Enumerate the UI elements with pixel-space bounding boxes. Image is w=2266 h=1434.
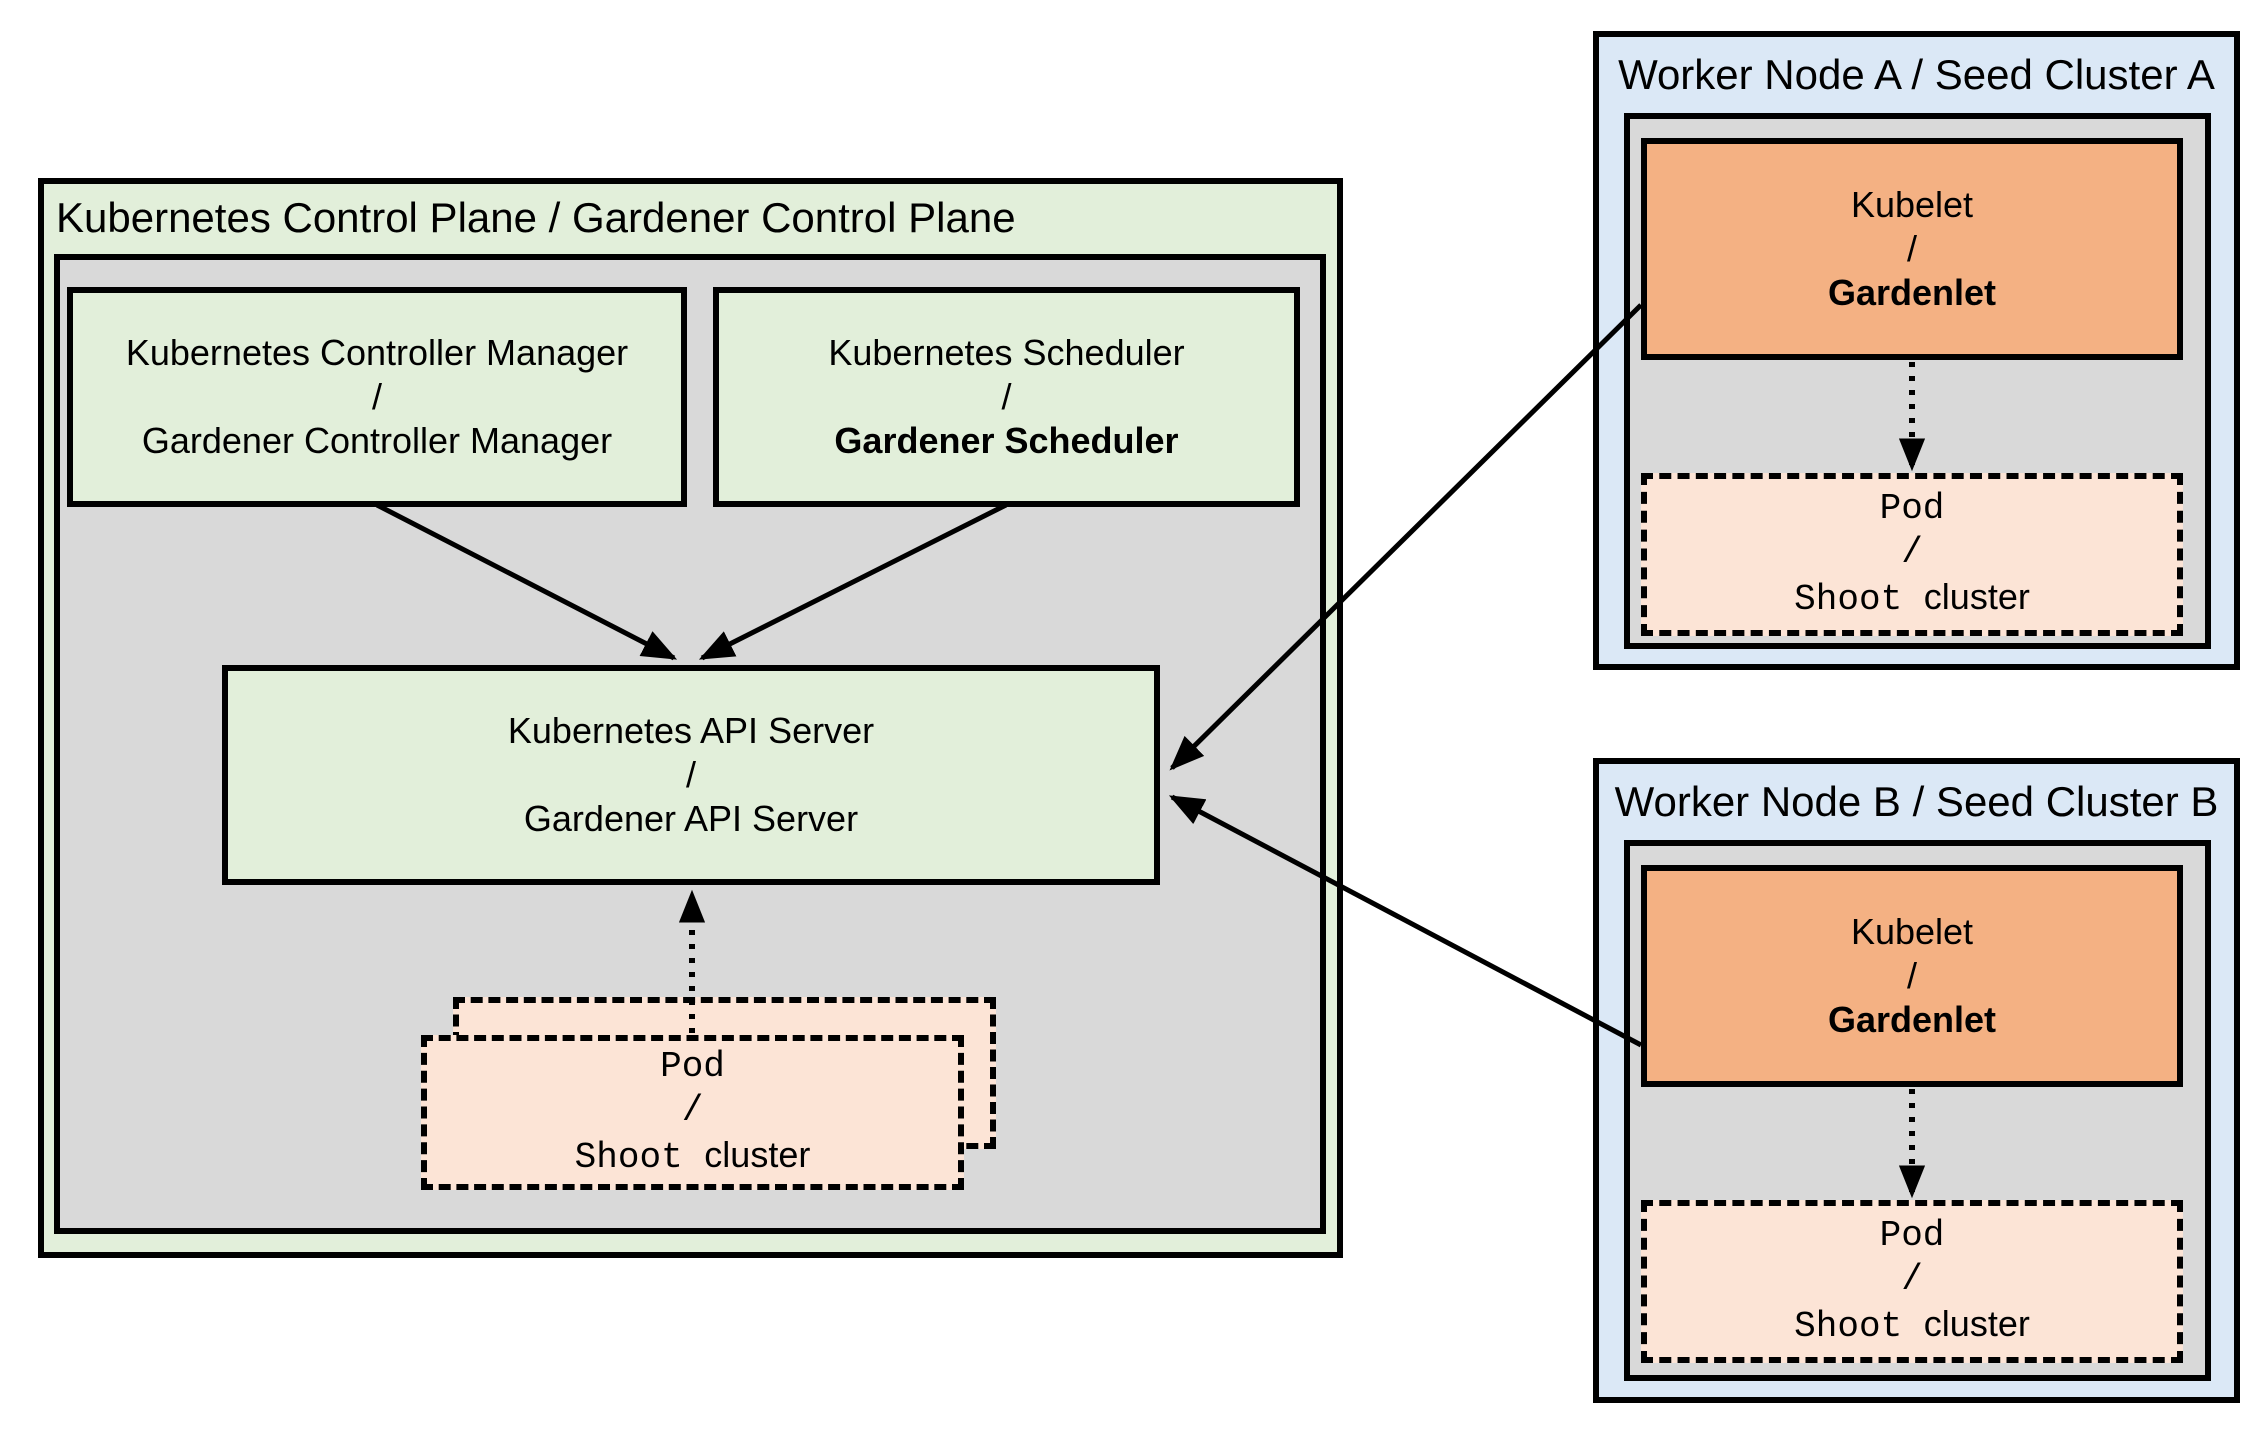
scheduler-line2: Gardener Scheduler (834, 419, 1179, 461)
controller-manager-separator: / (371, 376, 382, 418)
pod-a-line2-shoot: Shoot (1794, 578, 1924, 620)
worker-node-a-inner-panel: Kubelet / Gardenlet Pod / Shoot cluster (1624, 113, 2211, 649)
worker-node-b-box: Worker Node B / Seed Cluster B Kubelet /… (1593, 758, 2240, 1403)
pod-a-shoot-cluster-box: Pod / Shoot cluster (1641, 473, 2183, 636)
kubelet-b-separator: / (1906, 955, 1917, 997)
pod-separator: / (681, 1090, 704, 1132)
kubelet-b-line1: Kubelet (1850, 911, 1974, 953)
kubelet-a-line2: Gardenlet (1827, 271, 1997, 313)
scheduler-separator: / (1001, 376, 1012, 418)
pod-b-line2: Shoot cluster (1794, 1302, 2030, 1349)
worker-node-b-title: Worker Node B / Seed Cluster B (1614, 778, 2219, 825)
scheduler-box: Kubernetes Scheduler / Gardener Schedule… (713, 287, 1300, 507)
controller-manager-line2: Gardener Controller Manager (141, 419, 613, 461)
control-plane-inner-panel: Kubernetes Controller Manager / Gardener… (54, 254, 1326, 1234)
pod-line2-cluster: cluster (704, 1133, 811, 1175)
api-server-separator: / (685, 754, 696, 796)
control-plane-title: Kubernetes Control Plane / Gardener Cont… (56, 194, 1016, 241)
pod-line2-shoot: Shoot (574, 1136, 705, 1178)
api-server-line2: Gardener API Server (523, 797, 859, 839)
pod-b-line1: Pod (1879, 1215, 1945, 1257)
worker-node-b-inner-panel: Kubelet / Gardenlet Pod / Shoot cluster (1624, 840, 2211, 1381)
pod-a-line2-cluster: cluster (1923, 575, 2030, 617)
control-plane-box: Kubernetes Control Plane / Gardener Cont… (38, 178, 1343, 1258)
api-server-line1: Kubernetes API Server (507, 710, 875, 752)
pod-b-line2-shoot: Shoot (1794, 1305, 1924, 1347)
kubelet-a-box: Kubelet / Gardenlet (1641, 138, 2183, 360)
worker-node-a-title: Worker Node A / Seed Cluster A (1618, 51, 2215, 98)
controller-manager-line1: Kubernetes Controller Manager (125, 332, 629, 374)
kubelet-a-line1: Kubelet (1850, 184, 1974, 226)
worker-node-a-box: Worker Node A / Seed Cluster A Kubelet /… (1593, 31, 2240, 670)
pod-b-line2-cluster: cluster (1923, 1302, 2030, 1344)
pod-line2: Shoot cluster (575, 1133, 811, 1180)
pod-a-line1: Pod (1879, 488, 1945, 530)
pod-a-line2: Shoot cluster (1794, 575, 2030, 622)
kubelet-b-line2: Gardenlet (1827, 998, 1997, 1040)
pod-shoot-cluster-box: Pod / Shoot cluster (421, 1035, 964, 1190)
kubelet-b-box: Kubelet / Gardenlet (1641, 865, 2183, 1087)
controller-manager-box: Kubernetes Controller Manager / Gardener… (67, 287, 687, 507)
kubelet-a-separator: / (1906, 228, 1917, 270)
pod-b-separator: / (1901, 1259, 1923, 1301)
pod-line1: Pod (660, 1046, 725, 1088)
api-server-box: Kubernetes API Server / Gardener API Ser… (222, 665, 1160, 885)
scheduler-line1: Kubernetes Scheduler (828, 332, 1185, 374)
pod-a-separator: / (1901, 532, 1923, 574)
pod-b-shoot-cluster-box: Pod / Shoot cluster (1641, 1200, 2183, 1363)
